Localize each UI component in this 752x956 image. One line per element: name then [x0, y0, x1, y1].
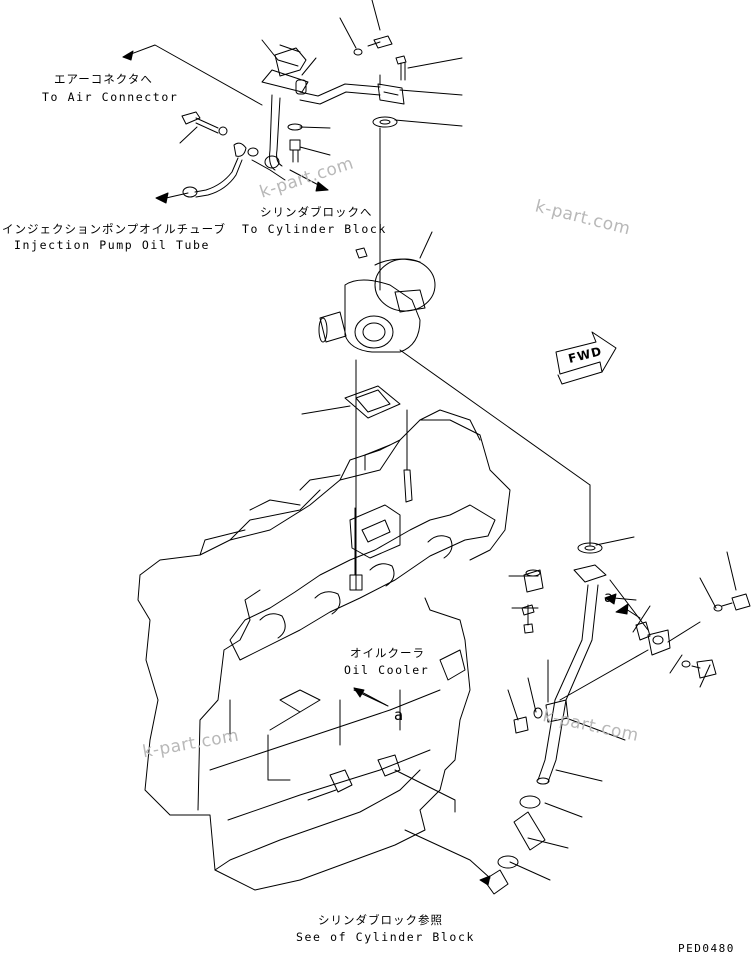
fwd-arrow [555, 331, 617, 385]
injection-pump-oil-tube [155, 111, 329, 204]
view-a-label-1: a [604, 588, 614, 606]
leader-lines [179, 0, 737, 881]
turbo-gasket [344, 359, 413, 591]
air-connector-label-jp: エアーコネクタへ [54, 72, 153, 86]
bolts-top [287, 35, 407, 163]
air-connector-label-en: To Air Connector [42, 90, 179, 104]
oil-drain-tube [479, 542, 607, 895]
see-cylinder-block-label-en: See of Cylinder Block [296, 930, 475, 944]
see-cylinder-block-label-jp: シリンダブロック参照 [318, 913, 443, 927]
oil-cooler-label-jp: オイルクーラ [350, 646, 425, 660]
see-cylinder-block-line [394, 769, 491, 879]
turbocharger [318, 127, 591, 546]
drawing-code: PED0480 [678, 942, 735, 955]
upper-oil-tube [261, 44, 405, 171]
oil-cooler-label-en: Oil Cooler [344, 663, 430, 677]
cylinder-block-label-en: To Cylinder Block [242, 222, 387, 236]
engine-block [137, 409, 511, 891]
view-a-arrow-2 [353, 689, 389, 707]
right-fittings [559, 579, 751, 701]
cylinder-block-label-jp: シリンダブロックへ [260, 205, 373, 219]
view-a-label-2: a [394, 706, 404, 724]
injection-pump-label-en: Injection Pump Oil Tube [14, 238, 211, 252]
view-a-arrow-1 [604, 593, 637, 605]
injection-pump-label-jp: インジェクションポンプオイルチューブ [2, 222, 226, 236]
air-connector-pointer [122, 44, 263, 106]
